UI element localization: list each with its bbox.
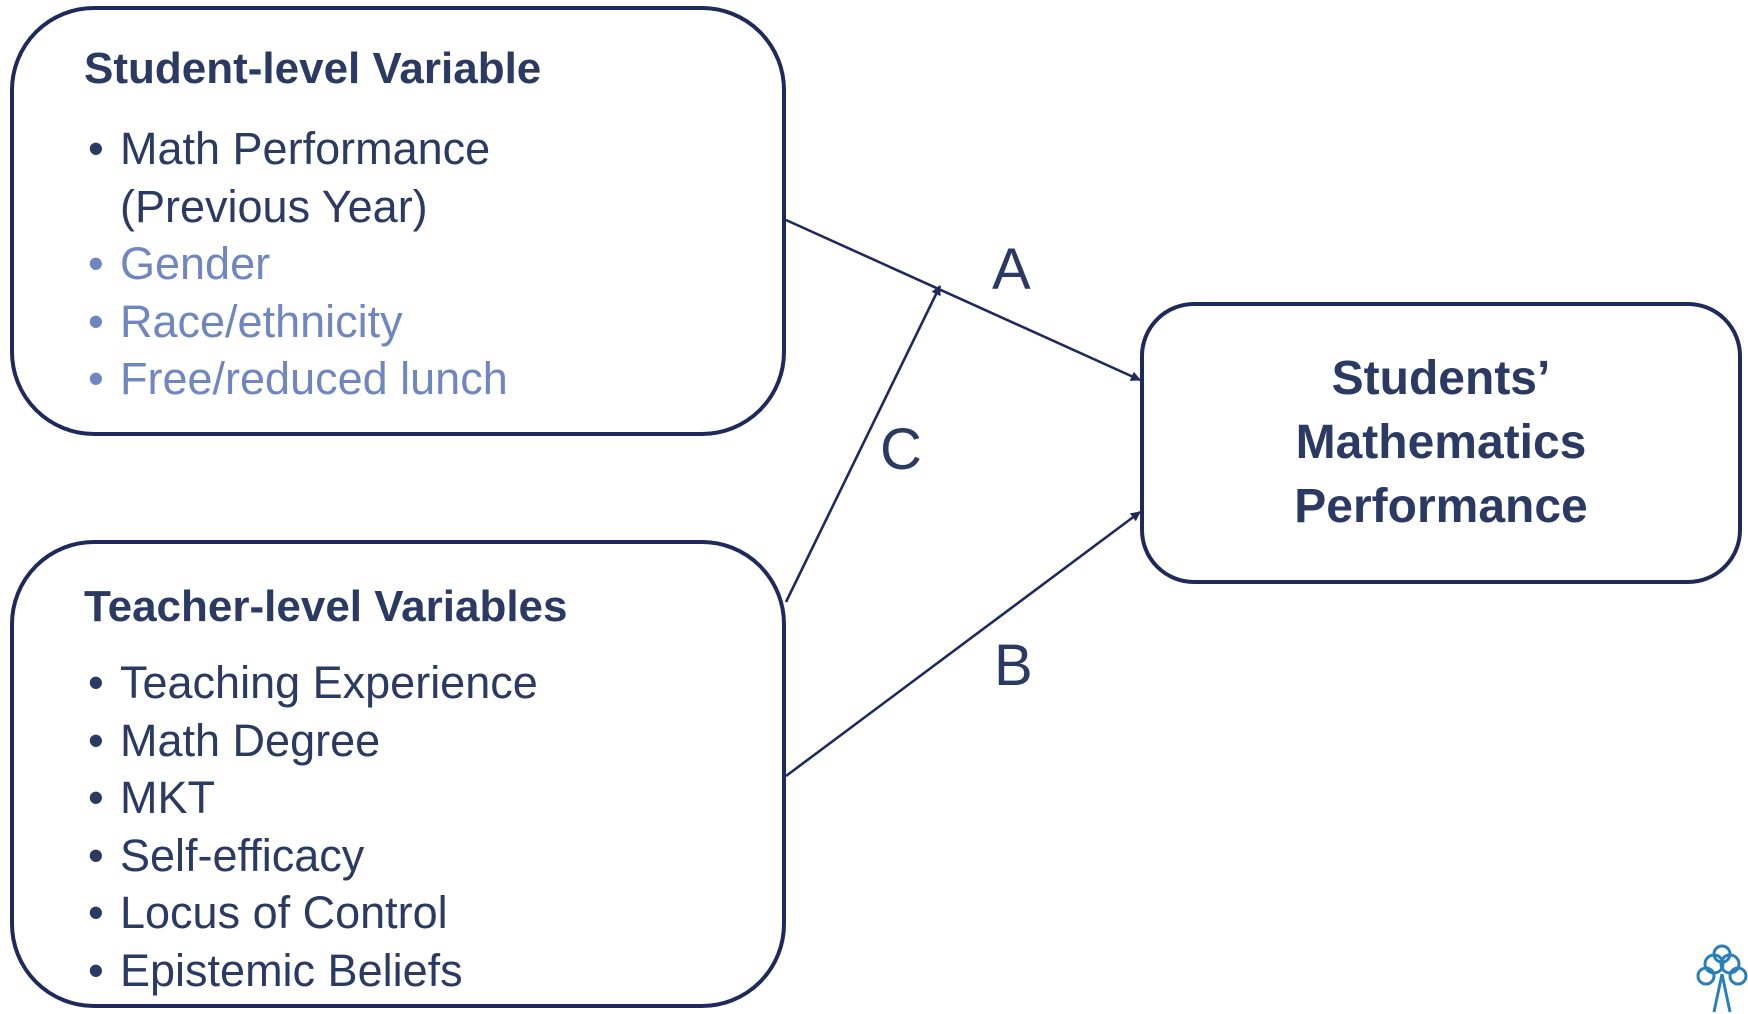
list-item: (Previous Year) (120, 180, 428, 232)
bullet: • (88, 944, 104, 996)
list-item: •Free/reduced lunch (84, 350, 508, 408)
list-item: •Teaching Experience (84, 654, 538, 712)
bullet: • (88, 238, 104, 289)
outcome-box: Students’ Mathematics Performance (1140, 302, 1742, 584)
student-level-box: Student-level Variable •Math Performance… (10, 6, 786, 436)
list-item: •MKT (84, 769, 538, 827)
bullet: • (88, 123, 104, 174)
path-b-arrow (785, 510, 1141, 778)
bullet: • (88, 714, 104, 766)
bullet: • (88, 772, 104, 823)
path-a-arrow (785, 218, 1141, 382)
student-variable-list: •Math Performance (Previous Year) •Gende… (84, 120, 508, 408)
list-item: •Math Degree (84, 712, 538, 770)
bullet: • (88, 353, 104, 404)
list-item: •Math Performance (84, 120, 508, 178)
bullet: • (88, 657, 104, 708)
student-level-title: Student-level Variable (84, 44, 542, 93)
outcome-title: Students’ Mathematics Performance (1294, 352, 1588, 533)
bullet: • (88, 295, 104, 347)
list-item: •Epistemic Beliefs (84, 942, 538, 1000)
path-c-label: C (880, 417, 922, 482)
bullet: • (88, 887, 104, 938)
list-item: •Gender (84, 235, 508, 293)
list-item: •Self-efficacy (84, 827, 538, 885)
university-seal-icon (1696, 944, 1748, 1013)
path-c-arrow (784, 285, 942, 603)
bullet: • (88, 829, 104, 881)
teacher-level-title: Teacher-level Variables (84, 582, 568, 631)
path-b-label: B (994, 633, 1033, 698)
teacher-variable-list: •Teaching Experience •Math Degree •MKT •… (84, 654, 538, 999)
list-item: •Locus of Control (84, 884, 538, 942)
list-item: •Race/ethnicity (84, 293, 508, 351)
teacher-level-box: Teacher-level Variables •Teaching Experi… (10, 540, 786, 1008)
path-a-label: A (992, 237, 1031, 302)
